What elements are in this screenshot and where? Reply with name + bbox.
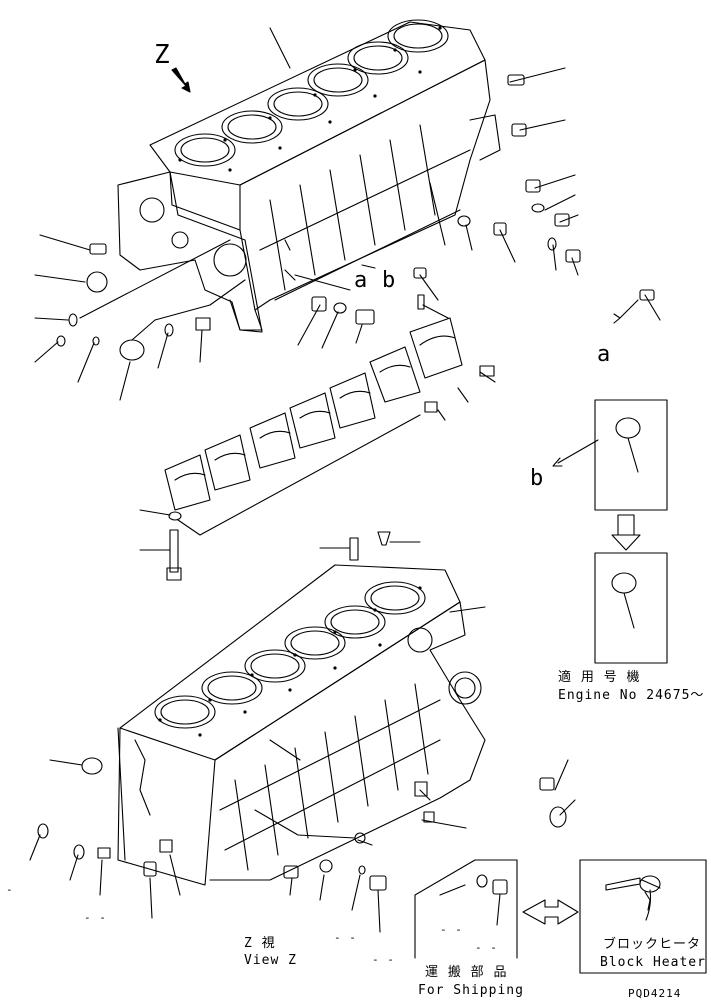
dash-marker: -: [6, 883, 14, 896]
view-z-caption: View Z: [244, 953, 297, 968]
left-leader-lines: [34, 234, 375, 401]
detail-b-label: b: [530, 466, 544, 491]
callout-b-label: b: [382, 268, 396, 293]
shipping-caption: For Shipping: [418, 983, 524, 998]
dash-marker: - -: [440, 923, 463, 936]
detail-a-part: [613, 289, 661, 324]
lower-leader-lines: [29, 531, 576, 933]
double-arrow-icon: [522, 899, 579, 925]
detail-box-b: [552, 399, 668, 664]
applicable-engine-jp: 適 用 号 機: [558, 670, 641, 685]
lower-cylinder-block: [117, 564, 486, 886]
view-z-arrow: [171, 67, 191, 93]
dash-marker: - -: [334, 931, 357, 944]
block-heater-box: [579, 859, 707, 974]
shipping-parts-box: [414, 859, 518, 959]
shipping-jp: 運 搬 部 品: [425, 965, 508, 980]
detail-a-label: a: [597, 342, 611, 367]
engine-serial-label: Engine No 24675～: [558, 688, 705, 703]
dash-marker: - -: [84, 911, 107, 924]
callout-a-label: a: [354, 268, 368, 293]
view-z-label: Z: [154, 40, 170, 70]
block-heater-caption: Block Heater: [600, 955, 706, 970]
dash-marker: - -: [475, 941, 498, 954]
bearing-cap-bolt: [139, 509, 182, 581]
upper-leader-lines: [269, 27, 581, 319]
view-z-jp: Z 視: [244, 936, 276, 951]
drawing-code: PQD4214: [628, 987, 682, 1000]
main-bearing-caps: [164, 317, 496, 536]
dash-marker: - -: [372, 953, 395, 966]
block-heater-jp: ブロックヒータ: [603, 937, 702, 952]
upper-cylinder-block: [117, 19, 501, 333]
